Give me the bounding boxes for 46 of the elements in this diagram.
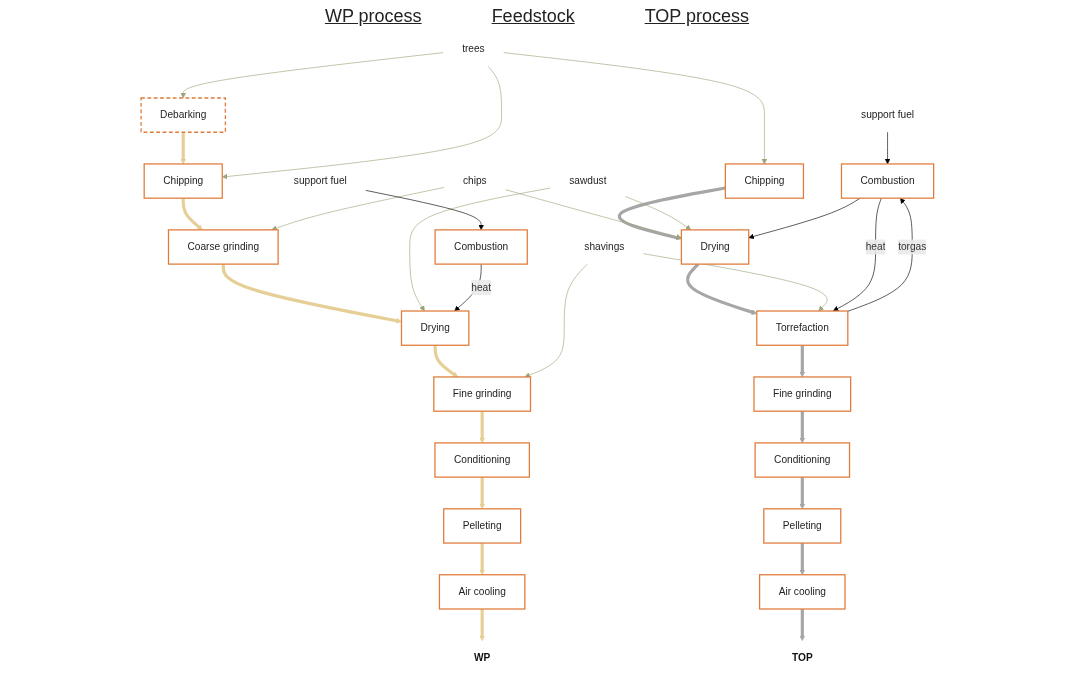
node-text: WP <box>473 652 490 663</box>
node-text: shavings <box>583 241 624 253</box>
node-text: TOP <box>791 652 813 663</box>
node-box: Coarse grinding <box>167 229 279 265</box>
column-heading: Feedstock <box>491 6 575 27</box>
node-box: Chipping <box>143 163 223 199</box>
node-box: Combustion <box>840 163 934 199</box>
arrow <box>799 345 805 378</box>
node-box: Air cooling <box>438 574 526 610</box>
node-box: Debarking <box>140 97 226 133</box>
arrow <box>180 132 186 165</box>
arrow <box>479 411 485 444</box>
arrow <box>479 543 485 575</box>
arrow <box>181 198 203 231</box>
arrow <box>799 609 805 641</box>
node-box: Conditioning <box>433 442 530 478</box>
arrow <box>685 263 757 315</box>
arrow <box>479 477 485 510</box>
arrow <box>617 186 726 241</box>
column-heading: WP process <box>324 6 422 27</box>
node-text: support fuel <box>293 175 347 187</box>
arrow <box>799 411 805 444</box>
node-box: Fine grinding <box>432 376 531 412</box>
edge-label: heat <box>865 241 886 253</box>
arrow <box>799 477 805 510</box>
column-heading: TOP process <box>644 6 750 27</box>
node-box: Pelleting <box>442 508 521 544</box>
arrow <box>221 264 402 324</box>
node-box: Conditioning <box>754 442 850 478</box>
node-text: support fuel <box>860 109 914 121</box>
node-text: sawdust <box>568 175 607 187</box>
arrow <box>433 345 458 378</box>
node-box: Drying <box>400 310 470 346</box>
edge-label: heat <box>470 281 491 293</box>
node-box: Torrefaction <box>755 310 849 346</box>
arrow <box>479 609 485 641</box>
edge-label: torgas <box>897 241 926 253</box>
node-box: Air cooling <box>758 574 846 610</box>
node-box: Combustion <box>434 229 528 265</box>
node-text: trees <box>461 43 485 55</box>
node-box: Pelleting <box>762 508 842 544</box>
node-box: Drying <box>680 229 750 265</box>
node-box: Chipping <box>724 163 804 199</box>
node-box: Fine grinding <box>752 376 851 412</box>
node-text: chips <box>462 175 487 187</box>
arrow <box>799 543 805 575</box>
